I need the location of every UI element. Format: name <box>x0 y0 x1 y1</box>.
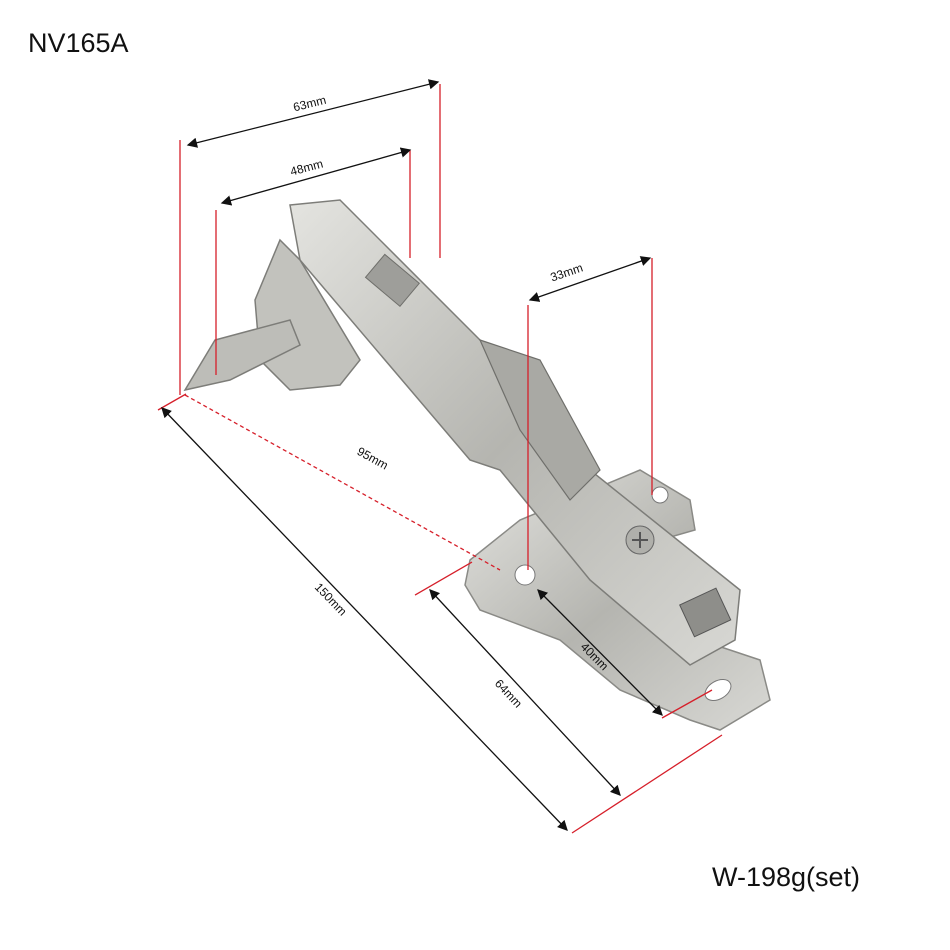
arrow-64 <box>429 589 621 796</box>
arrow-40 <box>537 589 663 716</box>
label-150: 150mm <box>312 580 350 619</box>
hinge-illustration <box>183 199 771 731</box>
label-64: 64mm <box>492 677 525 711</box>
model-title: NV165A <box>28 28 129 58</box>
arrow-33 <box>528 256 652 302</box>
dimension-arrows <box>161 79 663 831</box>
arrow-63 <box>186 79 440 148</box>
reference-lines <box>157 84 723 834</box>
label-33: 33mm <box>549 260 585 284</box>
weight-label: W-198g(set) <box>712 862 861 892</box>
arrow-48 <box>220 147 412 206</box>
label-95: 95mm <box>355 444 391 472</box>
